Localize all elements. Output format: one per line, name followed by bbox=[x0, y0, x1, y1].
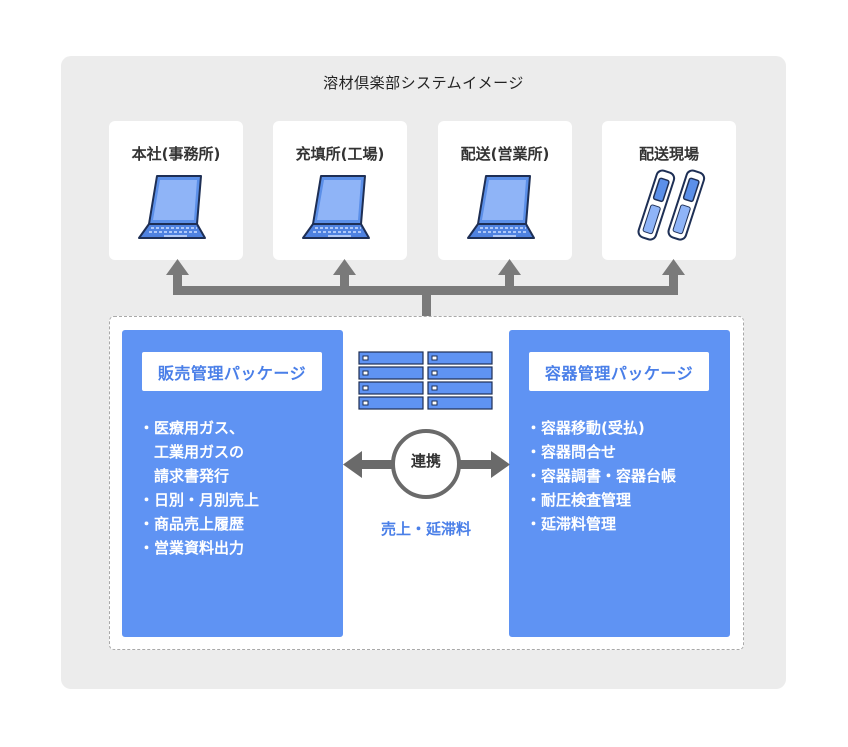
location-label: 充填所(工場) bbox=[295, 145, 385, 163]
feature-item: ・耐圧検査管理 bbox=[526, 491, 632, 509]
link-data-label: 売上・延滞料 bbox=[380, 520, 471, 538]
diagram-title: 溶材倶楽部システムイメージ bbox=[323, 74, 524, 92]
location-label: 配送現場 bbox=[638, 145, 699, 163]
location-label: 配送(営業所) bbox=[460, 145, 550, 163]
feature-list: ・医療用ガス、 工業用ガスの 請求書発行 ・日別・月別売上 ・商品売上履歴 ・営… bbox=[139, 416, 259, 560]
feature-item: ・医療用ガス、 bbox=[139, 419, 245, 437]
feature-item: ・容器問合せ bbox=[526, 443, 617, 461]
feature-item: ・営業資料出力 bbox=[139, 539, 245, 557]
feature-item: 請求書発行 bbox=[139, 467, 230, 485]
package-title: 容器管理パッケージ bbox=[529, 352, 709, 391]
location-card-delivery-site: 配送現場 bbox=[602, 121, 736, 260]
server-rack-icon bbox=[358, 351, 493, 410]
location-card-filling-plant: 充填所(工場) bbox=[273, 121, 407, 260]
location-card-head-office: 本社(事務所) bbox=[109, 121, 243, 260]
feature-item: 工業用ガスの bbox=[139, 443, 245, 461]
laptop-icon bbox=[302, 175, 370, 239]
package-title: 販売管理パッケージ bbox=[142, 352, 322, 391]
location-card-delivery-office: 配送(営業所) bbox=[438, 121, 572, 260]
feature-item: ・商品売上履歴 bbox=[139, 515, 245, 533]
container-management-package: 容器管理パッケージ ・容器移動(受払) ・容器問合せ ・容器調書・容器台帳 ・耐… bbox=[509, 330, 730, 637]
feature-item: ・延滞料管理 bbox=[526, 515, 617, 533]
link-label: 連携 bbox=[410, 452, 441, 470]
sales-management-package: 販売管理パッケージ ・医療用ガス、 工業用ガスの 請求書発行 ・日別・月別売上 … bbox=[122, 330, 343, 637]
feature-item: ・容器移動(受払) bbox=[526, 419, 645, 437]
laptop-icon bbox=[467, 175, 535, 239]
feature-list: ・容器移動(受払) ・容器問合せ ・容器調書・容器台帳 ・耐圧検査管理 ・延滞料… bbox=[526, 416, 676, 536]
feature-item: ・容器調書・容器台帳 bbox=[526, 467, 677, 485]
handheld-terminal-icon bbox=[637, 169, 706, 241]
location-label: 本社(事務所) bbox=[131, 145, 221, 163]
laptop-icon bbox=[138, 175, 206, 239]
feature-item: ・日別・月別売上 bbox=[139, 491, 260, 509]
